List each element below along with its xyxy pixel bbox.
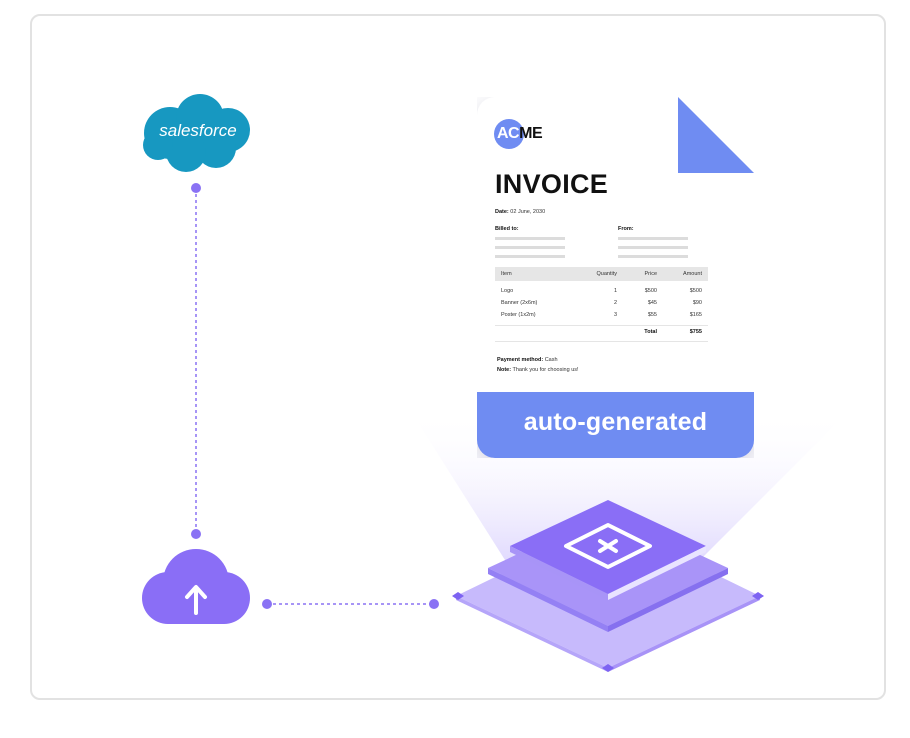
table-cell: Poster (1x2m) [501,312,536,318]
platform-stack [452,500,764,672]
table-cell: $45 [647,300,657,306]
table-cell: $165 [689,312,702,318]
total-label: Total [644,329,657,335]
cloud-upload-icon [142,549,250,624]
payment-method: Payment method: Cash [497,357,558,363]
table-header-cell: Item [501,271,512,277]
table-cell: 3 [613,312,617,318]
date-label: Date: [495,209,509,215]
invoice-title: INVOICE [495,169,609,199]
salesforce-label: salesforce [159,121,237,140]
acme-logo-text: ACME [497,125,543,143]
acme-logo-text-a: AC [497,125,520,142]
invoice-document: ACME INVOICE Date: 02 June, 2030 Billed … [477,97,754,458]
total-value: $755 [689,329,702,335]
connector-dot-right [429,599,439,609]
table-cell: $90 [692,300,702,306]
table-header-cell: Price [644,271,657,277]
table-cell: $55 [647,312,657,318]
table-header-cell: Quantity [596,271,617,277]
billed-to-line [495,237,565,240]
auto-generated-band [477,392,754,458]
table-cell: Logo [501,288,514,294]
invoice-note: Note: Thank you for choosing us! [497,367,579,373]
invoice-date: Date: 02 June, 2030 [495,209,545,215]
table-divider [495,325,708,326]
auto-generated-label: auto-generated [523,408,708,436]
billed-to-label: Billed to: [495,226,519,232]
table-cell: 1 [613,288,617,294]
from-line [618,237,688,240]
acme-logo: ACME [494,119,564,149]
table-header: Item Quantity Price Amount [495,267,708,281]
table-cell: $500 [644,288,657,294]
note-value: Thank you for choosing us! [512,367,579,373]
from-label: From: [618,226,634,232]
billed-to-line [495,246,565,249]
table-cell: $500 [689,288,702,294]
salesforce-cloud-icon [143,94,250,172]
connector-dot-mid [191,529,201,539]
note-label: Note: [497,367,512,373]
table-cell: Banner (2x6m) [501,300,538,306]
payment-label: Payment method: [497,357,544,363]
acme-logo-text-b: ME [519,125,543,142]
x-logo-icon [564,523,652,569]
table-header-cell: Amount [683,271,702,277]
date-value: 02 June, 2030 [510,209,546,215]
acme-logo-circle [494,119,524,149]
billed-to-line [495,255,565,258]
payment-value: Cash [544,357,558,363]
connector-dot-top [191,183,201,193]
from-line [618,246,688,249]
table-cell: 2 [613,300,617,306]
from-line [618,255,688,258]
page-fold-corner [678,97,754,173]
connector-dot-left [262,599,272,609]
table-divider [495,341,708,342]
